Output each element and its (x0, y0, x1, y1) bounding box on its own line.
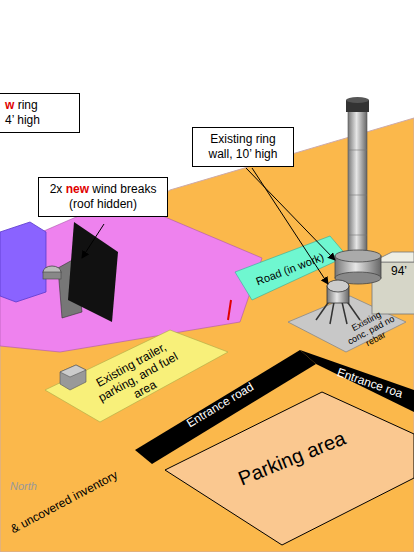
tower-seam (348, 195, 367, 196)
leader-line (82, 224, 104, 258)
tower-cap-top (346, 97, 369, 103)
label-text: w (5, 98, 14, 112)
label-text: (roof hidden) (69, 197, 137, 211)
label-text: wind breaks (92, 182, 156, 196)
lander-leg (330, 302, 334, 324)
label-text: 94’ (391, 264, 407, 278)
label-text: 4’ high (5, 113, 40, 127)
label-text: 2x (50, 182, 63, 196)
leader-line (246, 168, 335, 260)
callout-box: 2x new wind breaks(roof hidden) (38, 177, 168, 217)
callout-box: w ring4’ high (0, 93, 80, 133)
dome (43, 266, 61, 278)
new-ring-block (0, 222, 46, 302)
callout-box: Existing ring wall, 10’ high (192, 127, 294, 167)
trailer-box (60, 365, 86, 390)
windbreak-area (0, 198, 262, 352)
label-text: new (66, 182, 89, 196)
red-mark (228, 300, 231, 320)
lander-dome (327, 280, 349, 292)
windbreak-panel (68, 222, 118, 322)
height-tag: 94’ (388, 262, 414, 281)
dome-base (43, 272, 61, 279)
lander-leg (342, 302, 347, 324)
compass-label: North (10, 480, 37, 492)
trailer-box-top (60, 365, 86, 377)
tower-seam (348, 235, 367, 236)
label-text: Existing ring wall, 10’ high (209, 132, 278, 161)
ring-wall-top (335, 250, 381, 262)
label-text: ring (18, 98, 38, 112)
tower-body (348, 110, 367, 260)
tower-seam (348, 150, 367, 151)
